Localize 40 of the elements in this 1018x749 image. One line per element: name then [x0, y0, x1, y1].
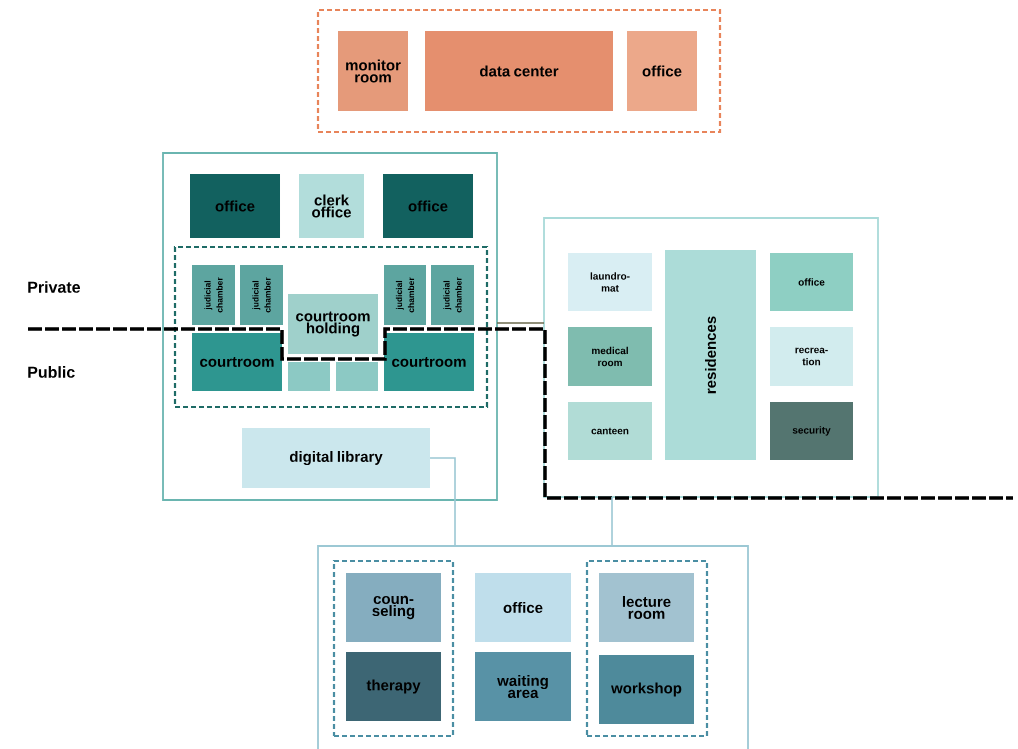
zone-outline: [585, 559, 709, 738]
room-box: clerk office: [299, 174, 364, 238]
room-box: waiting area: [475, 652, 571, 721]
room-box: office: [383, 174, 473, 238]
zone-label: Public: [28, 366, 75, 378]
connector-line: [496, 322, 545, 324]
room-box: courtroom: [192, 333, 282, 391]
room-box: monitor room: [338, 31, 408, 111]
room-box: judicial chamber: [240, 265, 283, 325]
room-box: judicial chamber: [192, 265, 235, 325]
connector-line: [429, 457, 456, 547]
room-box: coun-seling: [346, 573, 441, 642]
room-box: medical room: [568, 327, 652, 386]
building-outline: [162, 152, 498, 501]
zone-outline: [332, 559, 455, 738]
room-box: office: [475, 573, 571, 642]
room-box: digital library: [242, 428, 430, 488]
room-box: data center: [425, 31, 613, 111]
room-box: office: [770, 253, 853, 311]
zone-outline: [173, 245, 489, 409]
room-box: office: [190, 174, 280, 238]
zone-outline: [316, 8, 722, 134]
room-box: [288, 362, 330, 391]
room-box: [336, 362, 378, 391]
room-box: office: [627, 31, 697, 111]
room-box: laundro-mat: [568, 253, 652, 311]
room-box: workshop: [599, 655, 694, 724]
zone-label: Private: [28, 281, 80, 293]
room-box: courtroom holding: [288, 294, 378, 354]
room-box: lecture room: [599, 573, 694, 642]
room-box: canteen: [568, 402, 652, 460]
room-box: judicial chamber: [431, 265, 474, 325]
building-outline: [317, 545, 749, 749]
room-box: security: [770, 402, 853, 460]
room-box: judicial chamber: [384, 265, 426, 325]
room-box: courtroom: [384, 333, 474, 391]
room-box: recrea-tion: [770, 327, 853, 386]
room-box: therapy: [346, 652, 441, 721]
room-box: residences: [665, 250, 756, 460]
connector-line: [611, 496, 613, 547]
